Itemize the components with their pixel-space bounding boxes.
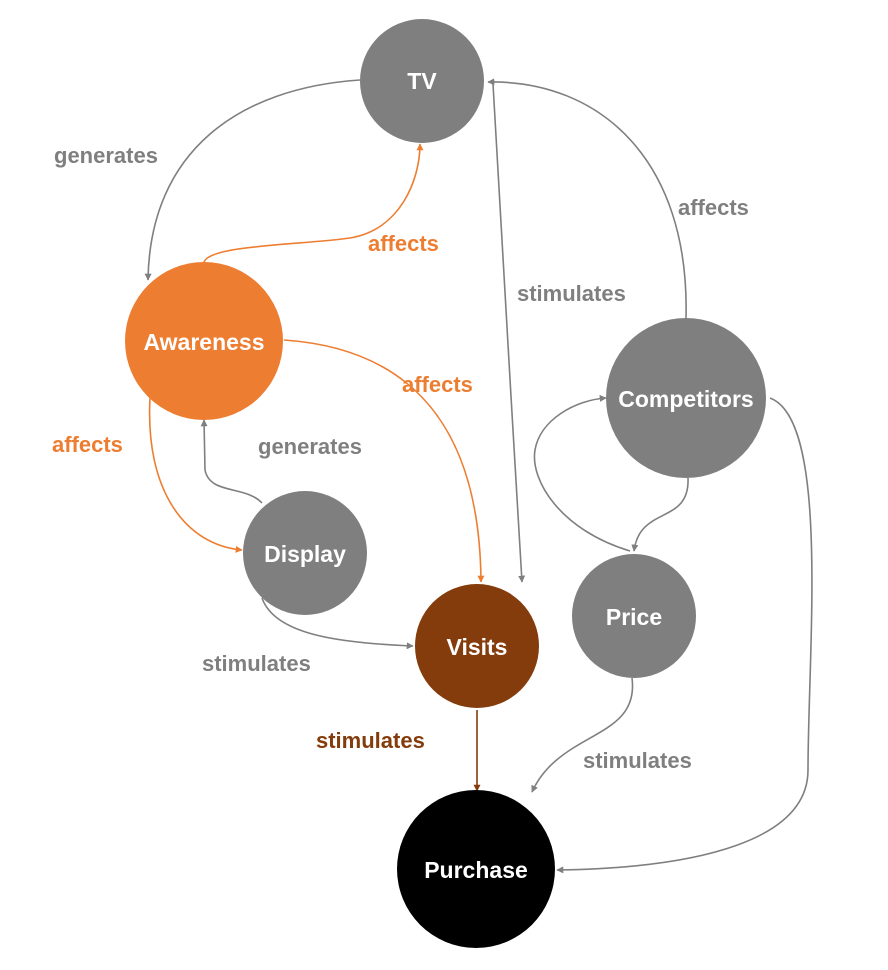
node-display-label: Display xyxy=(264,541,346,567)
edge-tv-to-awareness xyxy=(144,79,361,281)
edge-tv-to-visits xyxy=(492,83,526,583)
node-awareness: Awareness xyxy=(125,262,283,420)
label-display-stimulates-visits: stimulates xyxy=(202,651,311,676)
label-awareness-affects-visits: affects xyxy=(402,372,473,397)
edge-display-to-visits xyxy=(261,597,414,650)
edge-price-to-purchase xyxy=(531,677,634,793)
node-display-circle xyxy=(243,491,367,615)
edge-competitors-to-tv xyxy=(487,78,687,319)
node-display: Display xyxy=(243,491,367,615)
node-competitors-circle xyxy=(606,318,766,478)
edge-awareness-to-display xyxy=(148,397,243,553)
edge-competitors-to-price xyxy=(631,477,689,552)
node-price-circle xyxy=(572,554,696,678)
node-competitors-label: Competitors xyxy=(618,386,753,412)
edge-awareness-to-visits xyxy=(283,339,485,583)
node-tv-circle xyxy=(360,19,484,143)
label-awareness-affects-display: affects xyxy=(52,432,123,457)
label-tv-generates-awareness: generates xyxy=(54,143,158,168)
edge-display-to-awareness xyxy=(200,419,263,504)
node-price-label: Price xyxy=(606,604,662,630)
label-awareness-affects-tv: affects xyxy=(368,231,439,256)
node-awareness-circle xyxy=(125,262,283,420)
label-price-stimulates-purchase: stimulates xyxy=(583,748,692,773)
node-awareness-label: Awareness xyxy=(143,329,264,355)
edge-awareness-to-tv xyxy=(203,143,424,263)
node-purchase-circle xyxy=(397,790,555,948)
node-price: Price xyxy=(572,554,696,678)
edge-price-to-competitors xyxy=(533,394,631,552)
label-tv-stimulates-visits: stimulates xyxy=(517,281,626,306)
edge-competitors-to-purchase xyxy=(556,397,813,874)
node-visits: Visits xyxy=(415,584,539,708)
label-visits-stimulates-purchase: stimulates xyxy=(316,728,425,753)
node-tv-label: TV xyxy=(407,68,437,94)
node-purchase: Purchase xyxy=(397,790,555,948)
node-visits-circle xyxy=(415,584,539,708)
node-tv: TV xyxy=(360,19,484,143)
node-competitors: Competitors xyxy=(606,318,766,478)
node-visits-label: Visits xyxy=(447,634,508,660)
label-competitors-affects-tv: affects xyxy=(678,195,749,220)
node-purchase-label: Purchase xyxy=(424,857,528,883)
label-display-generates-awareness: generates xyxy=(258,434,362,459)
